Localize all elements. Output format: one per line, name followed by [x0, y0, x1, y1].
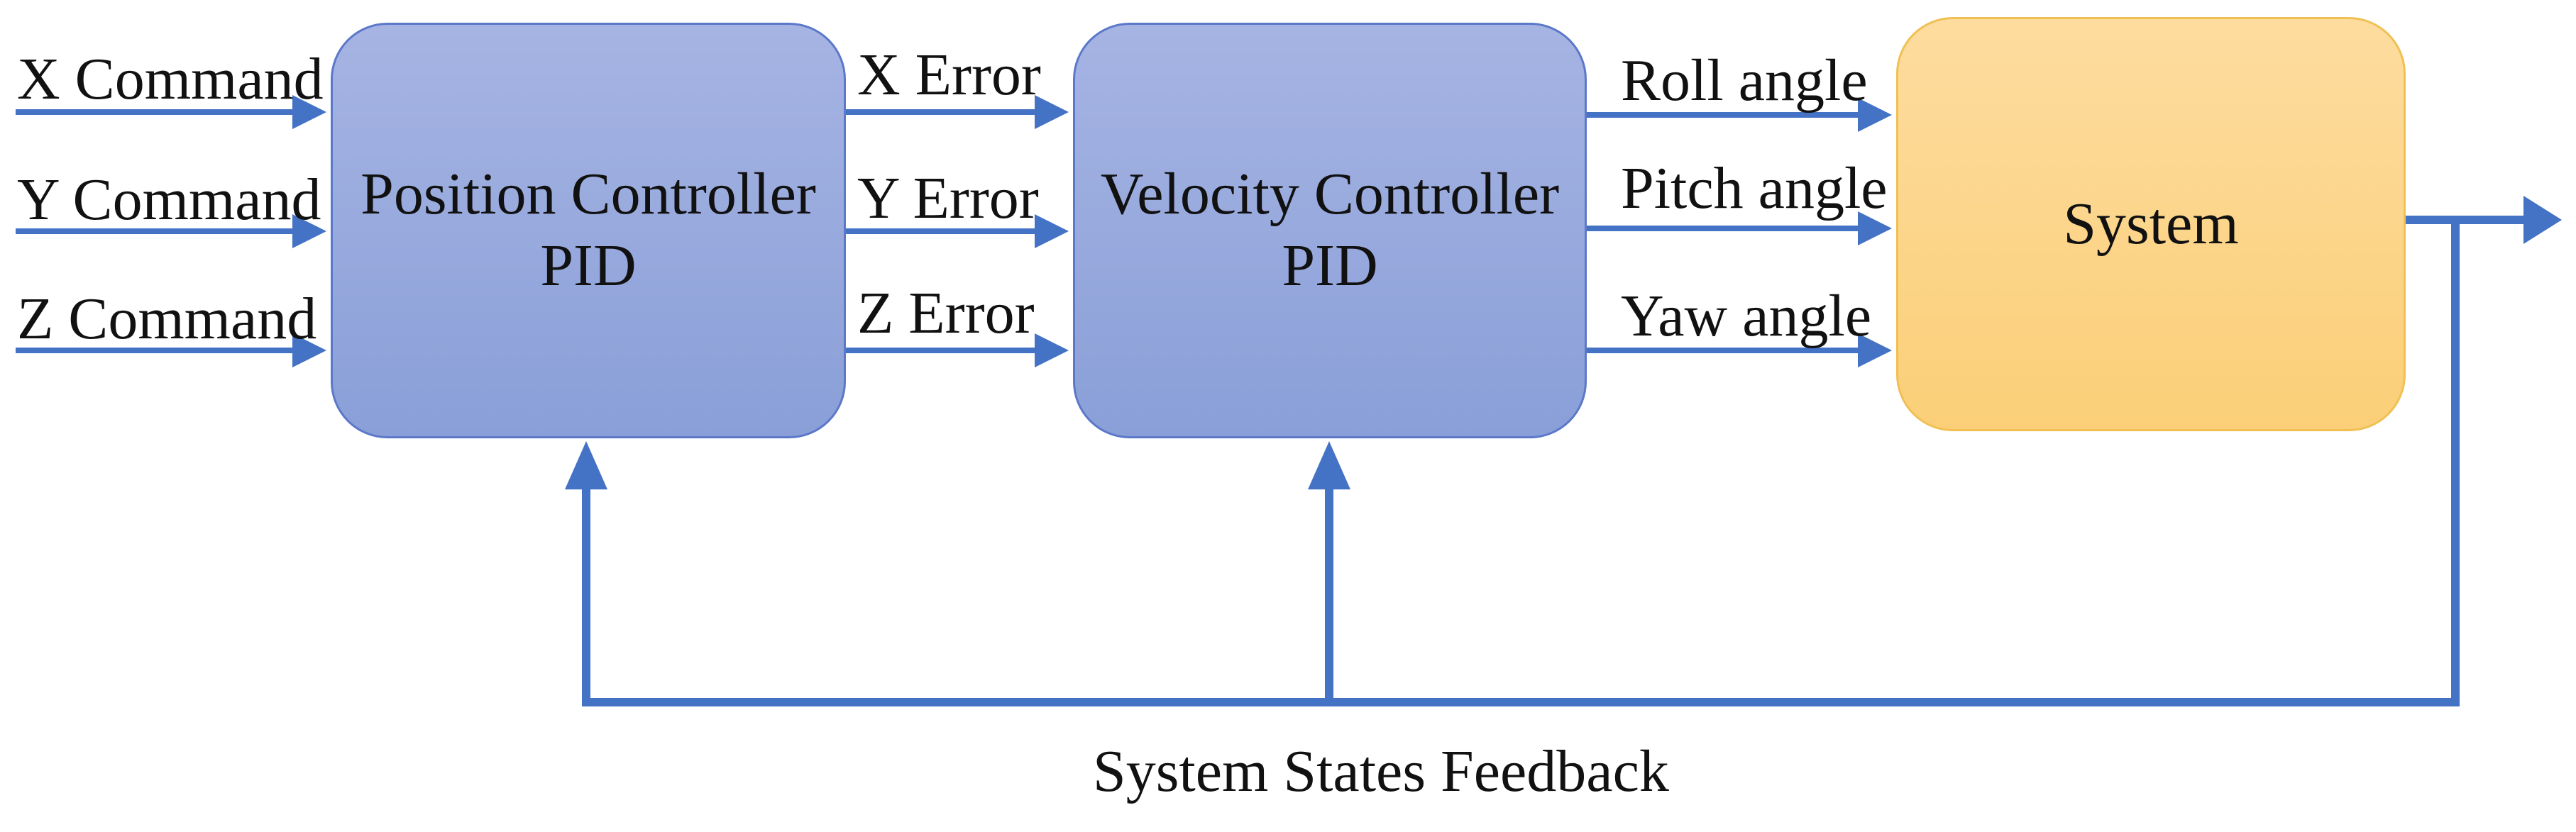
feedback-arrowhead-velocity	[1308, 441, 1350, 489]
system-label: System	[2063, 190, 2239, 257]
position-controller-title: Position Controller	[360, 161, 816, 228]
velocity-controller-block: Velocity Controller PID	[1073, 23, 1587, 438]
position-controller-type: PID	[540, 233, 637, 299]
position-controller-block: Position Controller PID	[331, 23, 846, 438]
x-command-label: X Command	[17, 46, 324, 112]
pitch-angle-label: Pitch angle	[1621, 155, 1888, 221]
system-output-arrowhead	[2523, 196, 2562, 244]
system-block: System	[1896, 17, 2406, 431]
velocity-controller-type: PID	[1282, 233, 1378, 299]
yaw-angle-label: Yaw angle	[1621, 283, 1872, 349]
z-error-label: Z Error	[857, 280, 1035, 346]
roll-angle-label: Roll angle	[1621, 48, 1868, 113]
x-error-label: X Error	[857, 42, 1041, 108]
z-command-label: Z Command	[17, 286, 317, 352]
feedback-label: System States Feedback	[1093, 738, 1669, 804]
y-error-label: Y Error	[857, 165, 1039, 231]
velocity-controller-title: Velocity Controller	[1100, 161, 1560, 228]
y-command-label: Y Command	[17, 167, 321, 233]
feedback-arrowhead-position	[565, 441, 607, 489]
feedback-loop-line	[582, 220, 2460, 706]
